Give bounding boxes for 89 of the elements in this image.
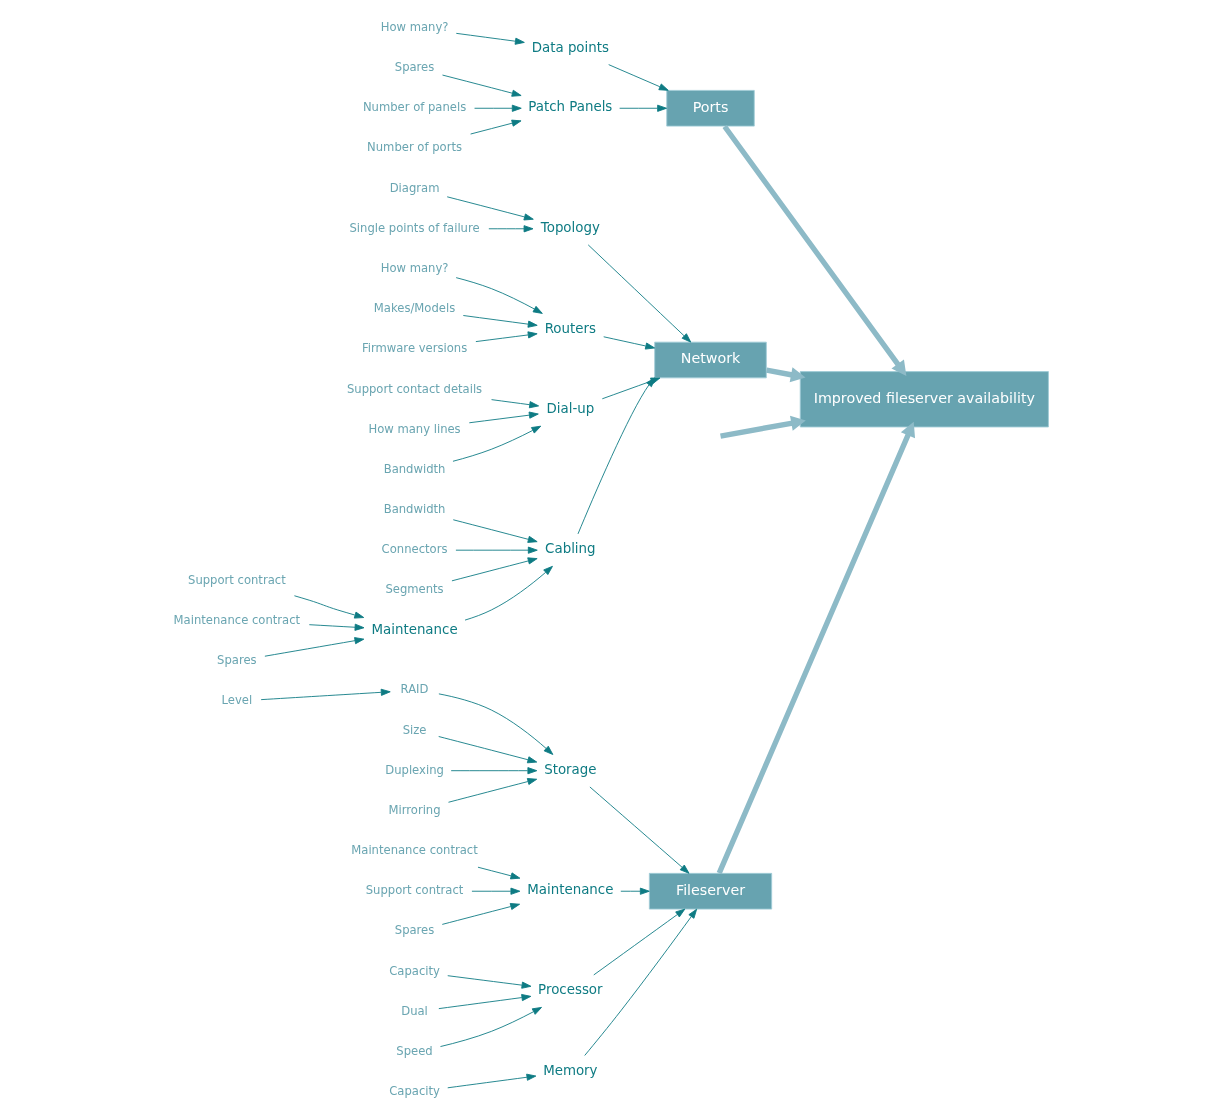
arrow	[442, 74, 522, 97]
arrow	[720, 415, 806, 439]
node-text: Data points	[531, 39, 609, 55]
node-text: How many?	[380, 260, 449, 275]
node-text: Mirroring	[388, 802, 441, 817]
node-box: Ports	[666, 89, 755, 127]
arrow	[264, 637, 365, 657]
node-box: Network	[654, 341, 767, 379]
arrow	[589, 786, 690, 874]
node-text: Support contract	[188, 572, 286, 587]
arrow	[441, 903, 521, 925]
node-text: Spares	[217, 652, 257, 667]
node-text: Connectors	[381, 542, 448, 557]
arrow	[477, 866, 521, 880]
node-text: Number of panels	[362, 100, 467, 115]
arrow	[593, 908, 686, 976]
node-text: Dial-up	[546, 401, 595, 417]
arrow	[438, 736, 538, 764]
arrow	[475, 331, 538, 343]
node-text: Dual	[401, 1003, 428, 1018]
node-text: Maintenance	[527, 882, 614, 898]
arrow	[462, 315, 538, 328]
node-text: Maintenance contract	[351, 843, 478, 858]
node-text: Maintenance contract	[173, 612, 301, 627]
arrow	[766, 367, 806, 383]
node-text: Size	[402, 722, 427, 737]
arrow	[468, 411, 539, 424]
node-text: Speed	[396, 1043, 433, 1058]
node-text: Cabling	[545, 541, 596, 557]
node-text: Makes/Models	[373, 301, 456, 316]
node-text: Single points of failure	[349, 220, 480, 235]
node-text: Diagram	[389, 180, 440, 195]
arrow	[451, 557, 538, 582]
arrow	[620, 887, 650, 895]
node-text: Support contact details	[346, 381, 483, 396]
node-box: Improved fileserver availability	[799, 371, 1049, 428]
node-text: Firmware versions	[361, 341, 468, 356]
arrow	[474, 104, 522, 112]
arrow	[464, 565, 553, 621]
node-text: Storage	[544, 761, 597, 777]
arrow	[619, 104, 667, 112]
arrow	[603, 336, 656, 350]
arrow	[447, 1073, 537, 1089]
node-text: How many?	[380, 19, 449, 34]
arrow	[716, 421, 916, 875]
arrow	[446, 196, 534, 221]
arrow	[491, 399, 540, 409]
node-text: Maintenance	[371, 621, 458, 637]
node-text: Duplexing	[385, 762, 444, 777]
node-text: Patch Panels	[528, 99, 613, 115]
node-text: Spares	[394, 60, 435, 75]
node-text: Memory	[543, 1062, 598, 1078]
arrow	[438, 994, 532, 1010]
arrow	[450, 767, 538, 775]
arrow	[584, 908, 698, 1056]
node-text: Spares	[394, 923, 435, 938]
arrow	[293, 595, 365, 619]
arrow	[438, 693, 554, 755]
node-text: Capacity	[389, 1084, 440, 1099]
arrow	[455, 277, 543, 314]
arrow	[587, 244, 692, 343]
node-text: How many lines	[368, 421, 461, 436]
arrow	[488, 225, 534, 233]
node-text: RAID	[400, 682, 429, 697]
arrow	[452, 519, 538, 543]
arrow	[440, 1006, 542, 1047]
arrow	[608, 64, 669, 91]
node-text: Processor	[538, 982, 603, 998]
arrow	[455, 546, 538, 554]
arrow	[577, 377, 656, 535]
node-text: Routers	[544, 320, 596, 336]
arrow	[308, 623, 365, 631]
arrow	[722, 124, 907, 376]
node-text: Topology	[540, 219, 600, 235]
arrow	[260, 688, 391, 701]
node-text: Number of ports	[367, 140, 463, 155]
node-box: Fileserver	[648, 872, 773, 910]
node-text: Capacity	[389, 963, 440, 978]
arrow	[448, 778, 538, 803]
node-text: Segments	[385, 582, 444, 597]
node-text: Support contract	[365, 883, 464, 898]
arrow	[455, 32, 525, 45]
node-text: Bandwidth	[383, 461, 446, 476]
arrow	[447, 975, 532, 989]
arrow	[452, 425, 542, 462]
node-text: Level	[221, 693, 253, 708]
arrow	[471, 887, 521, 895]
arrow	[470, 119, 522, 135]
node-text: Bandwidth	[383, 502, 446, 517]
